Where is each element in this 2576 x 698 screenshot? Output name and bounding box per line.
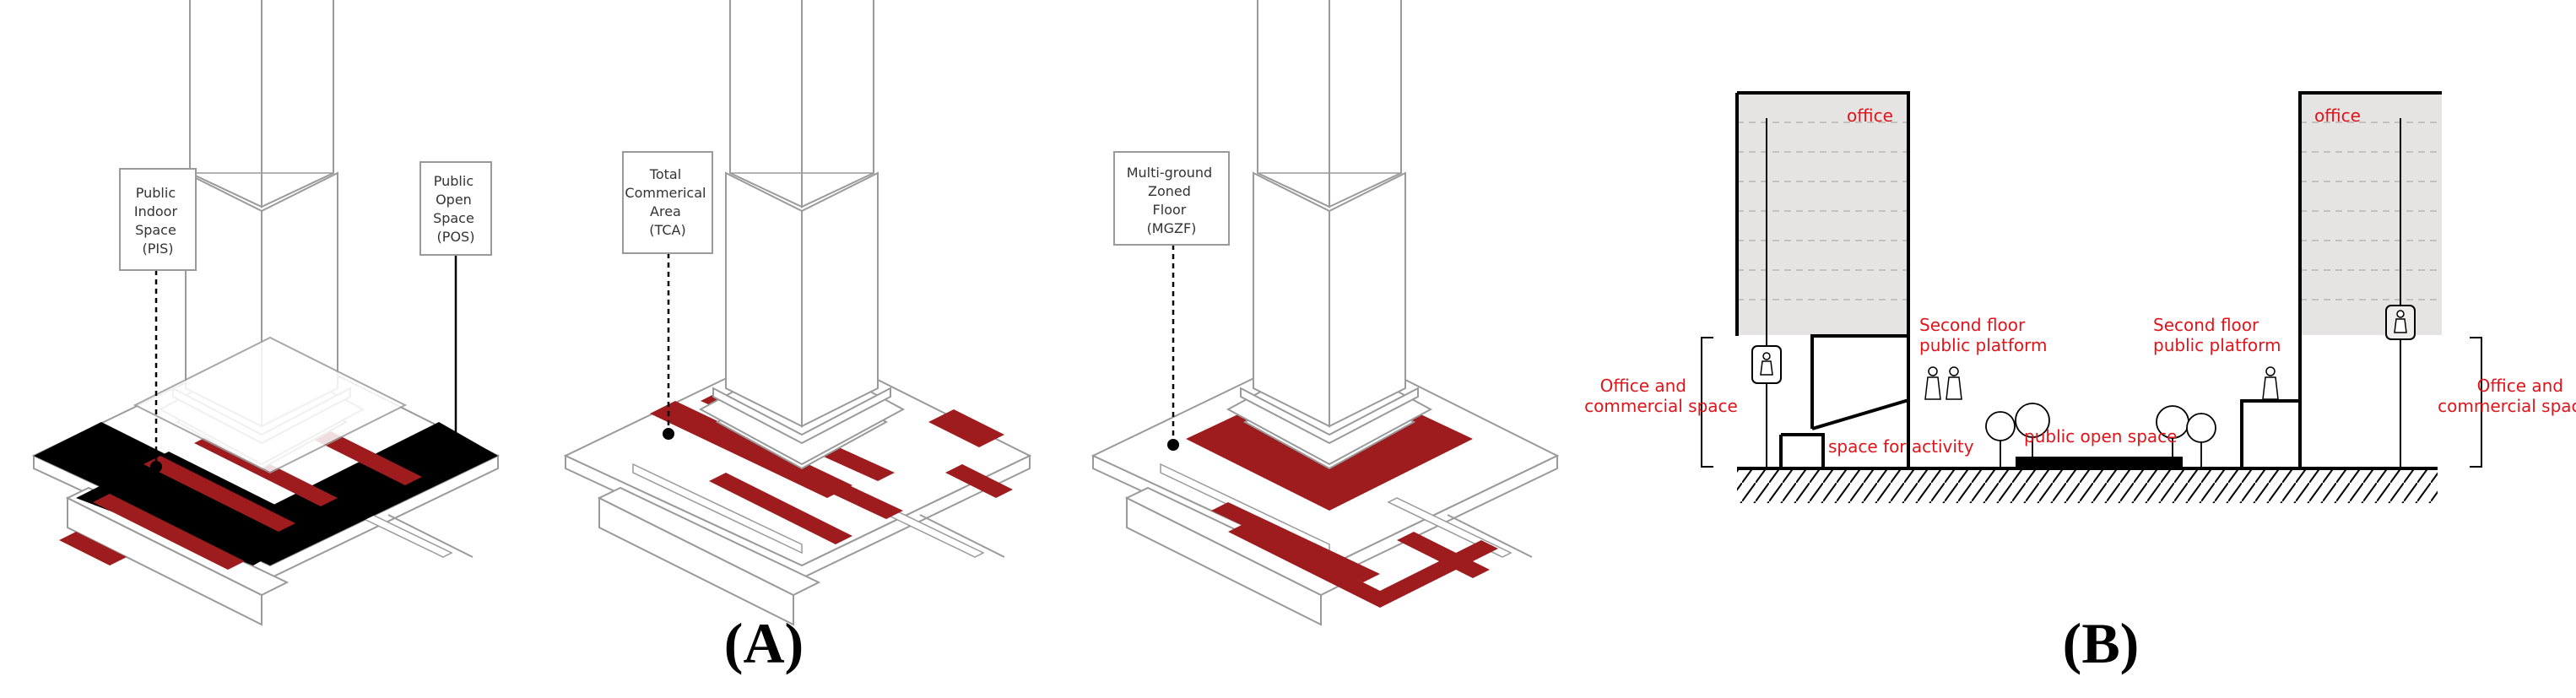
- diagram-tca: [565, 0, 1031, 625]
- label-box-pos: Public Open Space (POS): [419, 161, 492, 256]
- public-open-space-bench: [2016, 457, 2183, 468]
- svg-text:Total Commerical: Total Commerical Area (TCA): [625, 166, 710, 238]
- tree-icon: [1985, 403, 2050, 468]
- pis-label-line: Space: [135, 222, 176, 238]
- commercial-label-left: Office and commercial space: [1584, 376, 1738, 416]
- mgzf-label-line: (MGZF): [1147, 220, 1197, 236]
- tca-label-line: (TCA): [649, 222, 685, 238]
- panel-b: office office Second floor public platfo…: [1584, 91, 2576, 675]
- tca-label-line: Commerical: [625, 185, 706, 201]
- panel-b-caption: (B): [2063, 611, 2140, 675]
- leader-endpoints: [150, 428, 1179, 473]
- person-icon: [2394, 310, 2407, 333]
- office-floor-lines: [1737, 122, 2442, 300]
- tca-red-floors: [650, 384, 1013, 544]
- panel-a: Public Indoor Space (PIS) Public Open Sp…: [33, 0, 1558, 675]
- label-box-tca: Total Commerical Area (TCA): [622, 151, 713, 254]
- tree-icon: [2156, 405, 2216, 468]
- office-block-left: [1737, 93, 1908, 335]
- svg-text:Public Open Sp: Public Open Space (POS): [433, 173, 479, 245]
- person-icon: [1924, 366, 1962, 400]
- svg-text:Multi-ground Zoned: Multi-ground Zoned Floor (MGZF): [1127, 165, 1217, 236]
- public-open-space-label: public open space: [2024, 426, 2177, 446]
- space-for-activity-label: space for activity: [1828, 436, 1974, 457]
- commercial-label-right: Office and commercial space: [2438, 376, 2576, 416]
- tower-3: [1227, 0, 1431, 469]
- diagram-mgzf: [1092, 0, 1558, 625]
- tower-2: [700, 0, 904, 469]
- svg-text:Public Indoor: Public Indoor Space (PIS): [134, 185, 181, 257]
- pis-label-line: (PIS): [142, 241, 173, 257]
- person-icon: [1760, 352, 1773, 376]
- pos-label-line: Open: [436, 192, 472, 208]
- pis-black-plane: [76, 452, 321, 565]
- office-label-right: office: [2314, 106, 2361, 126]
- mgzf-label-line: Zoned: [1148, 183, 1191, 199]
- height-brackets: [1701, 337, 2482, 468]
- diagram-pis-pos: [33, 0, 499, 625]
- label-box-pis: Public Indoor Space (PIS): [119, 168, 197, 271]
- tca-label-line: Total: [649, 166, 681, 182]
- person-icon: [2262, 366, 2279, 400]
- panel-a-caption: (A): [724, 611, 804, 675]
- tca-label-line: Area: [650, 203, 681, 219]
- second-floor-label-right: Second floor public platform: [2153, 315, 2281, 355]
- second-floor-label-left: Second floor public platform: [1919, 315, 2048, 355]
- ground-hatch: [1737, 469, 2438, 503]
- pis-label-line: Public: [136, 185, 176, 201]
- office-label-left: office: [1847, 106, 1893, 126]
- office-block-right: [2300, 93, 2442, 335]
- mgzf-label-line: Floor: [1153, 202, 1187, 218]
- pos-label-line: Public: [434, 173, 474, 189]
- pis-label-line: Indoor: [134, 203, 178, 219]
- pos-label-line: (POS): [437, 229, 475, 245]
- pos-label-line: Space: [433, 210, 474, 226]
- label-box-mgzf: Multi-ground Zoned Floor (MGZF): [1113, 151, 1230, 246]
- mgzf-label-line: Multi-ground: [1127, 165, 1213, 181]
- building-outlines: [1735, 91, 2442, 468]
- label-leaders: [154, 245, 1175, 467]
